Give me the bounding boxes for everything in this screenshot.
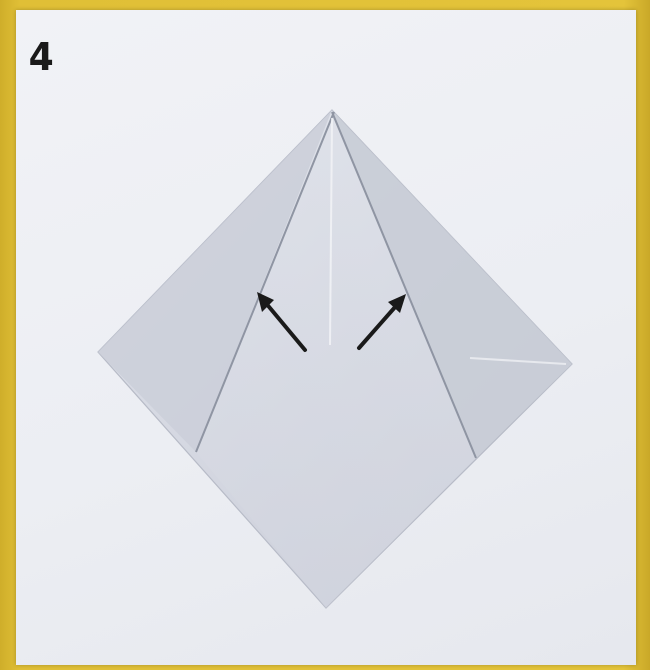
origami-diagram — [0, 0, 650, 670]
photo-background: 4 — [0, 0, 650, 670]
